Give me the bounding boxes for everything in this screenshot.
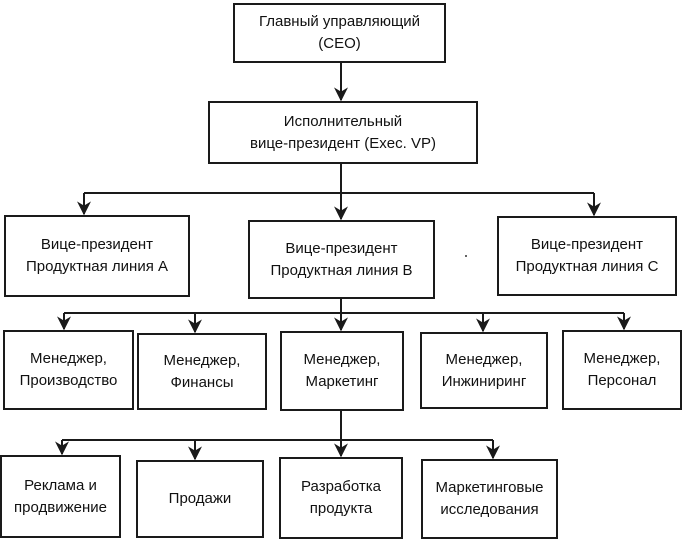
- node-ceo-abbr: (СЕО): [318, 35, 361, 52]
- node-sublabel: Маркетинг: [305, 373, 379, 390]
- node-marketing-research: Маркетинговые исследования: [421, 459, 558, 539]
- node-ceo: Главный управляющий (СЕО): [233, 3, 446, 63]
- node-sublabel: Продуктная линия С: [515, 258, 659, 275]
- node-vp-product-line-a: Вице-президент Продуктная линия А: [4, 215, 190, 297]
- speck-dot: [465, 255, 467, 257]
- node-manager-finance: Менеджер, Финансы: [137, 333, 267, 410]
- node-sublabel: продукта: [309, 500, 373, 517]
- node-ceo-title: Главный управляющий: [258, 13, 421, 30]
- node-label: Менеджер,: [30, 350, 107, 367]
- node-manager-personnel: Менеджер, Персонал: [562, 330, 682, 410]
- node-label: Вице-президент: [285, 239, 398, 257]
- node-sublabel: Финансы: [170, 373, 234, 391]
- node-evp-subtitle: вице-президент (Exec. VP): [250, 134, 436, 152]
- node-sublabel: исследования: [440, 501, 539, 518]
- node-evp: Исполнительный вице-президент (Exec. VP): [208, 101, 478, 164]
- node-sublabel: Продуктная линия В: [270, 261, 413, 279]
- node-product-development: Разработка продукта: [279, 457, 403, 539]
- node-label: Вице-президент: [530, 236, 644, 253]
- node-label: Реклама и: [24, 476, 97, 494]
- node-label: Менеджер,: [303, 351, 381, 368]
- node-sales: Продажи: [136, 460, 264, 538]
- node-label: Разработка: [301, 478, 381, 495]
- node-label: Менеджер,: [163, 351, 241, 369]
- node-label: Вице-президент: [40, 236, 154, 253]
- node-sublabel: продвижение: [14, 498, 107, 516]
- node-label: Менеджер,: [583, 350, 661, 367]
- node-label: Менеджер,: [445, 350, 523, 368]
- node-manager-marketing: Менеджер, Маркетинг: [280, 331, 404, 411]
- node-label: Маркетинговые: [435, 479, 544, 496]
- node-advertising-promotion: Реклама и продвижение: [0, 455, 121, 538]
- node-manager-production: Менеджер, Производство: [3, 330, 134, 410]
- node-sublabel: Производство: [19, 372, 118, 389]
- node-vp-product-line-b: Вице-президент Продуктная линия В: [248, 220, 435, 299]
- node-vp-product-line-c: Вице-президент Продуктная линия С: [497, 216, 677, 296]
- node-manager-engineering: Менеджер, Инжиниринг: [420, 332, 548, 409]
- node-sublabel: Продуктная линия А: [26, 258, 168, 275]
- node-label: Продажи: [168, 490, 232, 507]
- node-sublabel: Персонал: [587, 372, 657, 389]
- node-sublabel: Инжиниринг: [441, 372, 527, 390]
- node-evp-title: Исполнительный: [283, 112, 403, 130]
